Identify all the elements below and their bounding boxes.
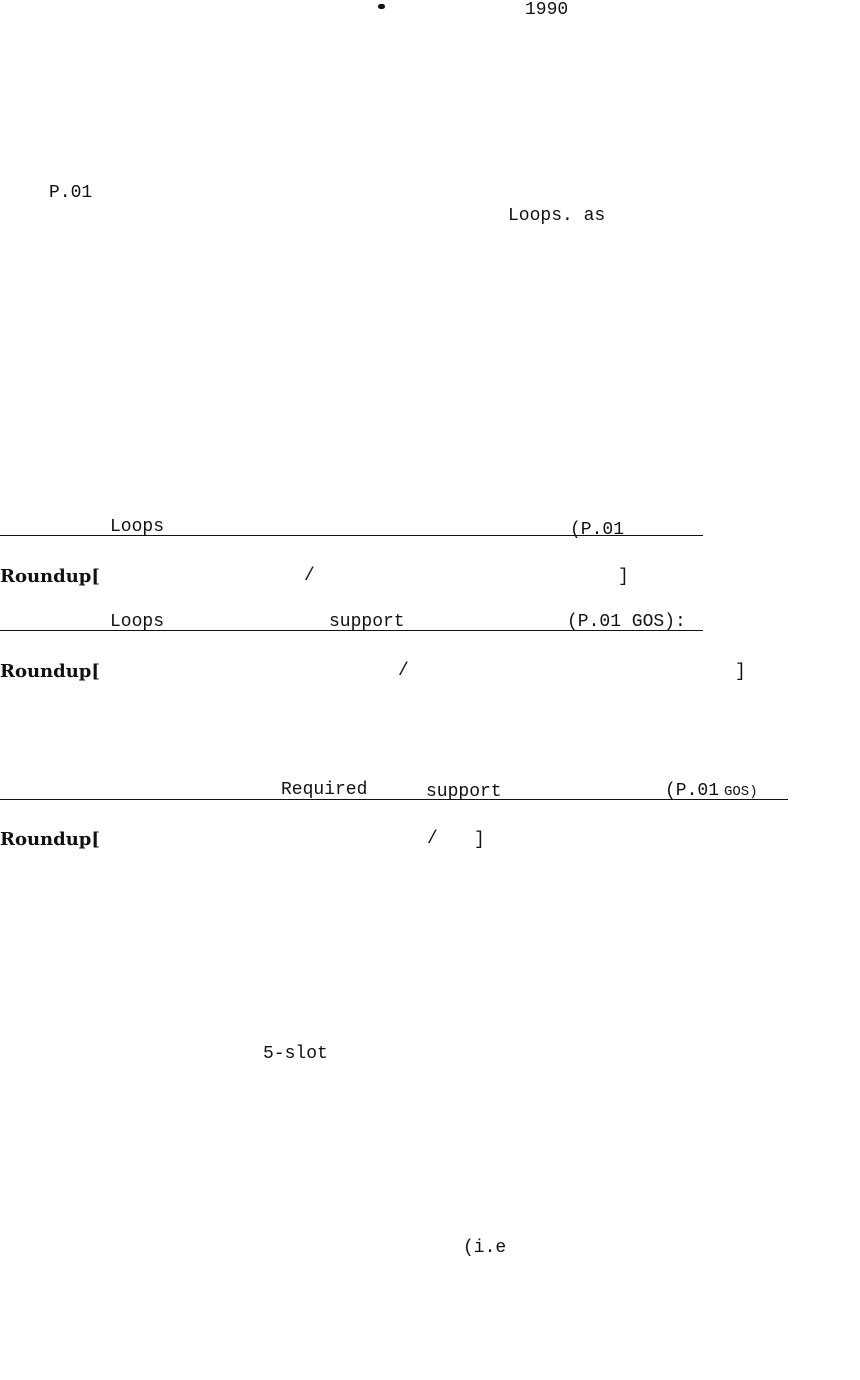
- formula-3-gos-term: GOS): [724, 784, 758, 800]
- formula-3-roundup: Roundup[: [0, 829, 100, 850]
- formula-3-underline: [0, 799, 788, 800]
- formula-1-slash: /: [304, 566, 315, 586]
- formula-2-support-term: support: [329, 612, 405, 632]
- formula-1-p01-term: (P.01: [570, 520, 625, 540]
- loops-as-text: Loops. as: [508, 206, 606, 226]
- formula-3-slash: /: [427, 829, 438, 849]
- formula-3-p01-term: (P.01: [665, 781, 720, 801]
- formula-2-slash: /: [398, 661, 409, 681]
- formula-2-p01-gos-term: (P.01 GOS):: [567, 612, 686, 632]
- ref-p01-text: P.01: [49, 183, 93, 203]
- formula-2-roundup: Roundup[: [0, 661, 100, 682]
- formula-2-underline: [0, 630, 703, 631]
- formula-3-required-term: Required: [281, 780, 368, 800]
- formula-2-loops-term: Loops: [110, 612, 165, 632]
- formula-1-underline: [0, 535, 703, 536]
- ie-text: (i.e: [463, 1238, 507, 1258]
- formula-1-close-bracket: ]: [618, 567, 629, 587]
- formula-2-close-bracket: ]: [735, 662, 746, 682]
- formula-3-support-term: support: [426, 782, 502, 802]
- formula-1-roundup: Roundup[: [0, 566, 100, 587]
- header-year: 1990: [525, 0, 569, 20]
- formula-1-loops-term: Loops: [110, 517, 165, 537]
- slot-text: 5-slot: [263, 1044, 328, 1064]
- header-bullet: [378, 4, 385, 9]
- formula-3-close-bracket: ]: [474, 830, 485, 850]
